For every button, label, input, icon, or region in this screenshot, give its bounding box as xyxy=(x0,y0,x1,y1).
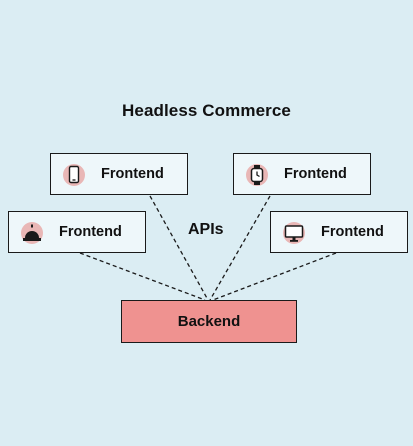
frontend-label: Frontend xyxy=(101,166,164,182)
frontend-node-watch: Frontend xyxy=(233,153,371,195)
diagram-title: Headless Commerce xyxy=(122,101,291,120)
connector-frontend-right xyxy=(212,252,337,301)
connector-frontend-top-right xyxy=(209,195,271,301)
frontend-node-phone: Frontend xyxy=(50,153,188,195)
frontend-label: Frontend xyxy=(284,166,347,182)
service-bell-icon xyxy=(21,222,43,244)
apis-label: APIs xyxy=(188,221,224,238)
frontend-node-bell: Frontend xyxy=(8,211,146,253)
frontend-node-desktop: Frontend xyxy=(270,211,408,253)
desktop-monitor-icon xyxy=(283,222,305,244)
smartphone-icon xyxy=(63,164,85,186)
connector-frontend-left xyxy=(79,252,206,301)
connector-frontend-top-left xyxy=(149,195,209,301)
smartwatch-icon xyxy=(246,164,268,186)
frontend-label: Frontend xyxy=(321,224,384,240)
backend-label: Backend xyxy=(177,313,241,330)
frontend-label: Frontend xyxy=(59,224,122,240)
backend-node: Backend xyxy=(121,300,297,343)
